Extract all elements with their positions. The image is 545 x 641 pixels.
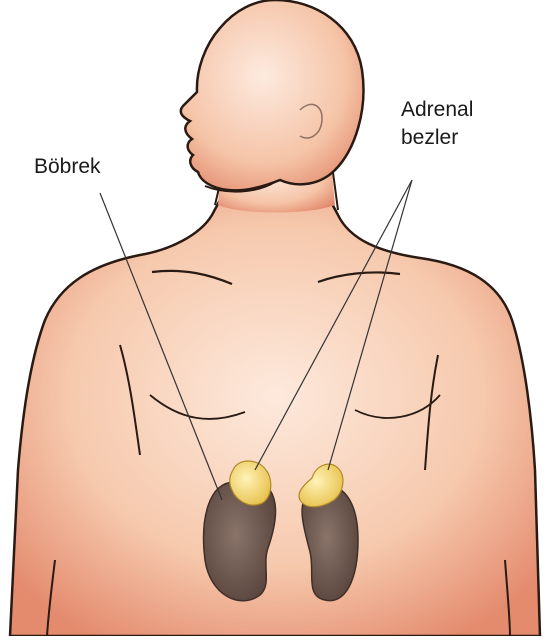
adrenal-glands-label: Adrenal bezler — [401, 96, 473, 152]
adrenal-label-line2: bezler — [401, 124, 473, 152]
torso — [10, 200, 540, 636]
head — [181, 0, 364, 190]
kidney-label: Böbrek — [34, 153, 101, 181]
adrenal-label-line1: Adrenal — [401, 96, 473, 124]
